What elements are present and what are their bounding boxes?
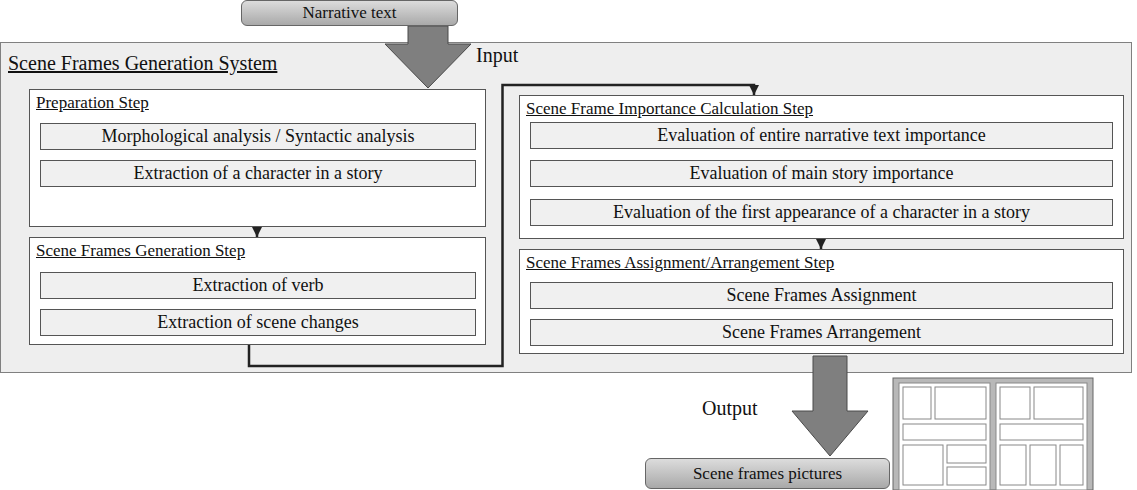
box-label: Morphological analysis / Syntactic analy… xyxy=(102,126,415,147)
box-label: Extraction of verb xyxy=(193,275,324,296)
box-heading: Scene Frame Importance Calculation Step xyxy=(526,99,813,119)
process-box: Scene Frames Assignment xyxy=(530,282,1113,309)
terminal-box: Scene frames pictures xyxy=(645,458,890,489)
box-label: Extraction of scene changes xyxy=(157,312,358,333)
flow-arrow xyxy=(820,239,823,249)
process-box: Extraction of a character in a story xyxy=(40,160,476,187)
process-box: Evaluation of the first appearance of a … xyxy=(530,199,1113,226)
box-label: Narrative text xyxy=(303,3,397,23)
system-panel xyxy=(1,43,1132,373)
process-box: Evaluation of main story importance xyxy=(530,160,1113,187)
flow-arrow xyxy=(256,227,259,237)
step-box: Scene Frames Generation StepExtraction o… xyxy=(29,237,486,345)
step-box: Preparation StepMorphological analysis /… xyxy=(29,89,486,227)
box-label: Evaluation of main story importance xyxy=(690,163,954,184)
pages-illustration xyxy=(893,378,1093,490)
box-label: Extraction of a character in a story xyxy=(134,163,383,184)
box-label: Evaluation of the first appearance of a … xyxy=(613,202,1030,223)
block-arrow xyxy=(792,356,868,456)
box-heading: Scene Frames Assignment/Arrangement Step xyxy=(526,253,834,273)
box-label: Evaluation of entire narrative text impo… xyxy=(657,125,985,146)
box-label: Scene Frames Arrangement xyxy=(722,322,921,343)
process-box: Morphological analysis / Syntactic analy… xyxy=(40,123,476,150)
step-box: Scene Frames Assignment/Arrangement Step… xyxy=(519,249,1124,354)
box-heading: Preparation Step xyxy=(36,93,149,113)
edge-label: Output xyxy=(702,397,758,420)
process-box: Extraction of scene changes xyxy=(40,309,476,336)
box-heading: Scene Frames Generation System xyxy=(8,52,277,75)
edge-label: Input xyxy=(476,44,518,67)
box-label: Scene frames pictures xyxy=(693,464,842,484)
box-heading: Scene Frames Generation Step xyxy=(36,241,245,261)
box-label: Scene Frames Assignment xyxy=(727,285,917,306)
terminal-box: Narrative text xyxy=(241,0,458,26)
block-arrow xyxy=(385,26,471,88)
system-box: Scene Frames Generation SystemPreparatio… xyxy=(0,42,1132,373)
process-box: Evaluation of entire narrative text impo… xyxy=(530,122,1113,149)
process-box: Scene Frames Arrangement xyxy=(530,319,1113,346)
process-box: Extraction of verb xyxy=(40,272,476,299)
step-box: Scene Frame Importance Calculation StepE… xyxy=(519,95,1124,239)
